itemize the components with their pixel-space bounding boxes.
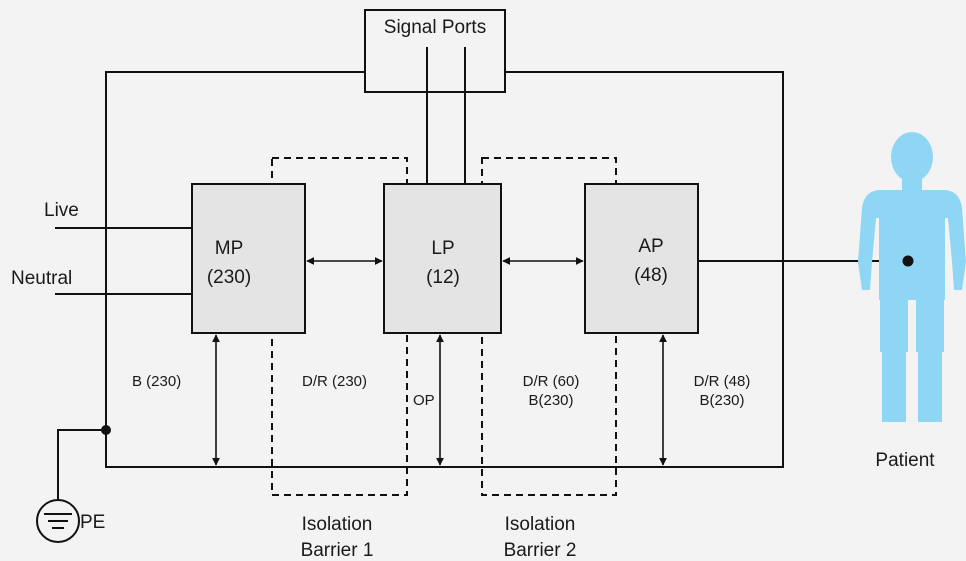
dr-230-label: D/R (230) <box>302 373 367 390</box>
ap-name: AP <box>638 236 663 257</box>
barrier-2-caption-line1: Isolation <box>505 514 576 535</box>
mp-value: (230) <box>207 267 251 288</box>
dr-48-label: D/R (48) <box>694 373 751 390</box>
lp-value: (12) <box>426 267 460 288</box>
b-mp-label: B (230) <box>132 373 181 390</box>
signal-ports-box <box>364 9 506 93</box>
lp-block <box>383 183 502 334</box>
barrier-2-caption-line2: Barrier 2 <box>504 540 577 561</box>
live-label: Live <box>44 200 79 221</box>
pe-label: PE <box>80 512 105 533</box>
earth-symbol-circle <box>36 499 80 543</box>
patient-figure <box>858 132 966 422</box>
earth-wire <box>57 429 106 500</box>
mp-name: MP <box>215 238 244 259</box>
dr-60-label: D/R (60) <box>523 373 580 390</box>
patient-connection-dot <box>902 255 914 267</box>
signal-ports-label: Signal Ports <box>384 17 486 38</box>
mp-block <box>191 183 306 334</box>
neutral-label: Neutral <box>11 268 72 289</box>
patient-label: Patient <box>875 450 935 471</box>
b-48-label: B(230) <box>699 392 744 409</box>
enclosure-frame <box>105 71 784 468</box>
ap-block <box>584 183 699 334</box>
b-60-label: B(230) <box>528 392 573 409</box>
ap-value: (48) <box>634 265 668 286</box>
lp-name: LP <box>431 238 454 259</box>
op-label: OP <box>413 392 435 409</box>
barrier-1-caption-line1: Isolation <box>302 514 373 535</box>
barrier-1-caption-line2: Barrier 1 <box>301 540 374 561</box>
